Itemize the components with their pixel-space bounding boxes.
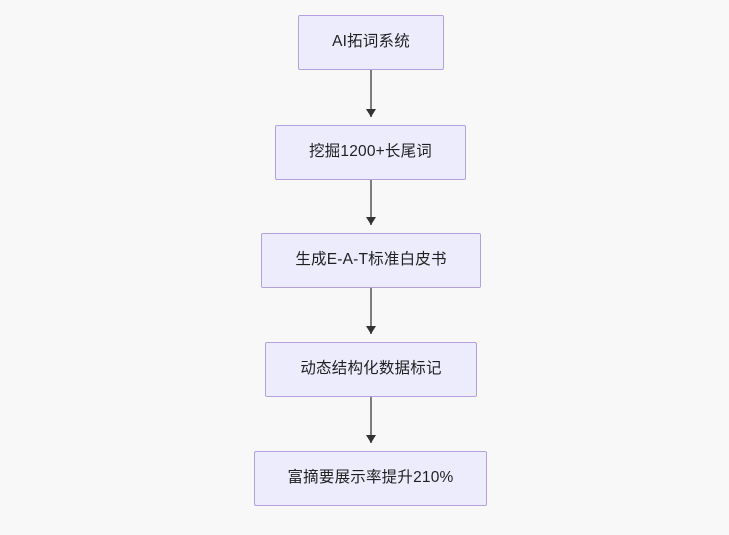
edge-line xyxy=(370,180,372,225)
flow-node-label: AI拓词系统 xyxy=(332,33,410,51)
flow-node-label: 动态结构化数据标记 xyxy=(300,360,442,378)
flow-node-label: 生成E-A-T标准白皮书 xyxy=(295,251,447,269)
arrow-head-icon xyxy=(366,326,377,334)
flow-node-label: 挖掘1200+长尾词 xyxy=(308,143,433,161)
edge-line xyxy=(370,397,372,443)
arrow-head-icon xyxy=(366,435,377,443)
flow-node-rich-snippet-rate-increase[interactable]: 富摘要展示率提升210% xyxy=(254,451,487,506)
flow-node-generate-eat-whitepaper[interactable]: 生成E-A-T标准白皮书 xyxy=(261,233,481,288)
flow-node-ai-keyword-system[interactable]: AI拓词系统 xyxy=(298,15,444,70)
edge-line xyxy=(370,288,372,334)
arrow-head-icon xyxy=(366,217,377,225)
edge-line xyxy=(370,70,372,117)
arrow-head-icon xyxy=(366,109,377,117)
flow-node-mine-longtail-keywords[interactable]: 挖掘1200+长尾词 xyxy=(275,125,466,180)
flow-node-label: 富摘要展示率提升210% xyxy=(287,469,454,487)
flow-node-dynamic-structured-data-markup[interactable]: 动态结构化数据标记 xyxy=(265,342,477,397)
